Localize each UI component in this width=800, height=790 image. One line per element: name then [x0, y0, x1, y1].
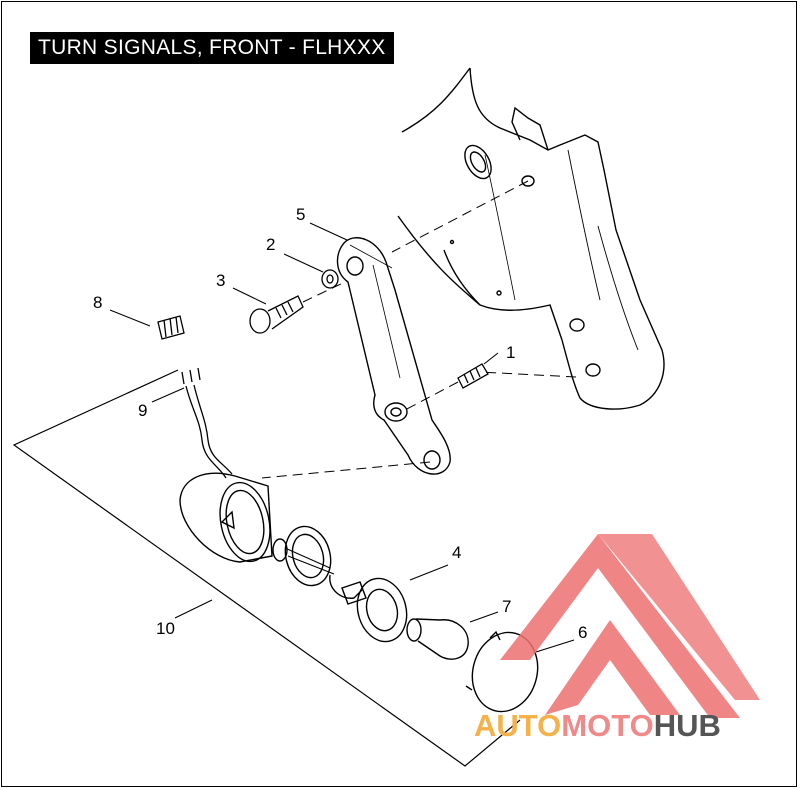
callout-10: 10: [156, 619, 175, 638]
page-title: TURN SIGNALS, FRONT - FLHXXX: [30, 32, 394, 64]
watermark-text: AUTOMOTOHUB: [474, 708, 721, 743]
watermark-logo: [500, 534, 760, 718]
callout-7: 7: [502, 597, 511, 616]
wire-harness: [181, 367, 233, 479]
lens: [465, 630, 539, 713]
callout-3: 3: [216, 271, 225, 290]
callout-4: 4: [452, 543, 461, 562]
assembly-lines: [261, 180, 577, 479]
callout-5: 5: [296, 205, 305, 224]
bulb-socket: [272, 525, 408, 643]
callout-8: 8: [93, 293, 102, 312]
bulb: [406, 618, 469, 660]
callout-9: 9: [138, 401, 147, 420]
washer: [321, 269, 339, 289]
connector: [157, 315, 185, 340]
watermark-auto: AUTO: [474, 708, 561, 743]
callout-6: 6: [578, 623, 587, 642]
watermark-triangle-icon: [500, 534, 740, 718]
turn-signal-bracket: [336, 237, 451, 475]
watermark-hub: HUB: [654, 708, 721, 743]
set-screw: [457, 363, 489, 389]
screw: [249, 295, 304, 334]
leader-lines: [109, 222, 575, 653]
callout-2: 2: [266, 235, 275, 254]
watermark-moto: MOTO: [561, 708, 653, 743]
callout-1: 1: [506, 343, 515, 362]
housing-bracket-line: [12, 369, 521, 767]
fork-slider: [397, 67, 665, 410]
turn-signal-housing: [179, 472, 273, 563]
